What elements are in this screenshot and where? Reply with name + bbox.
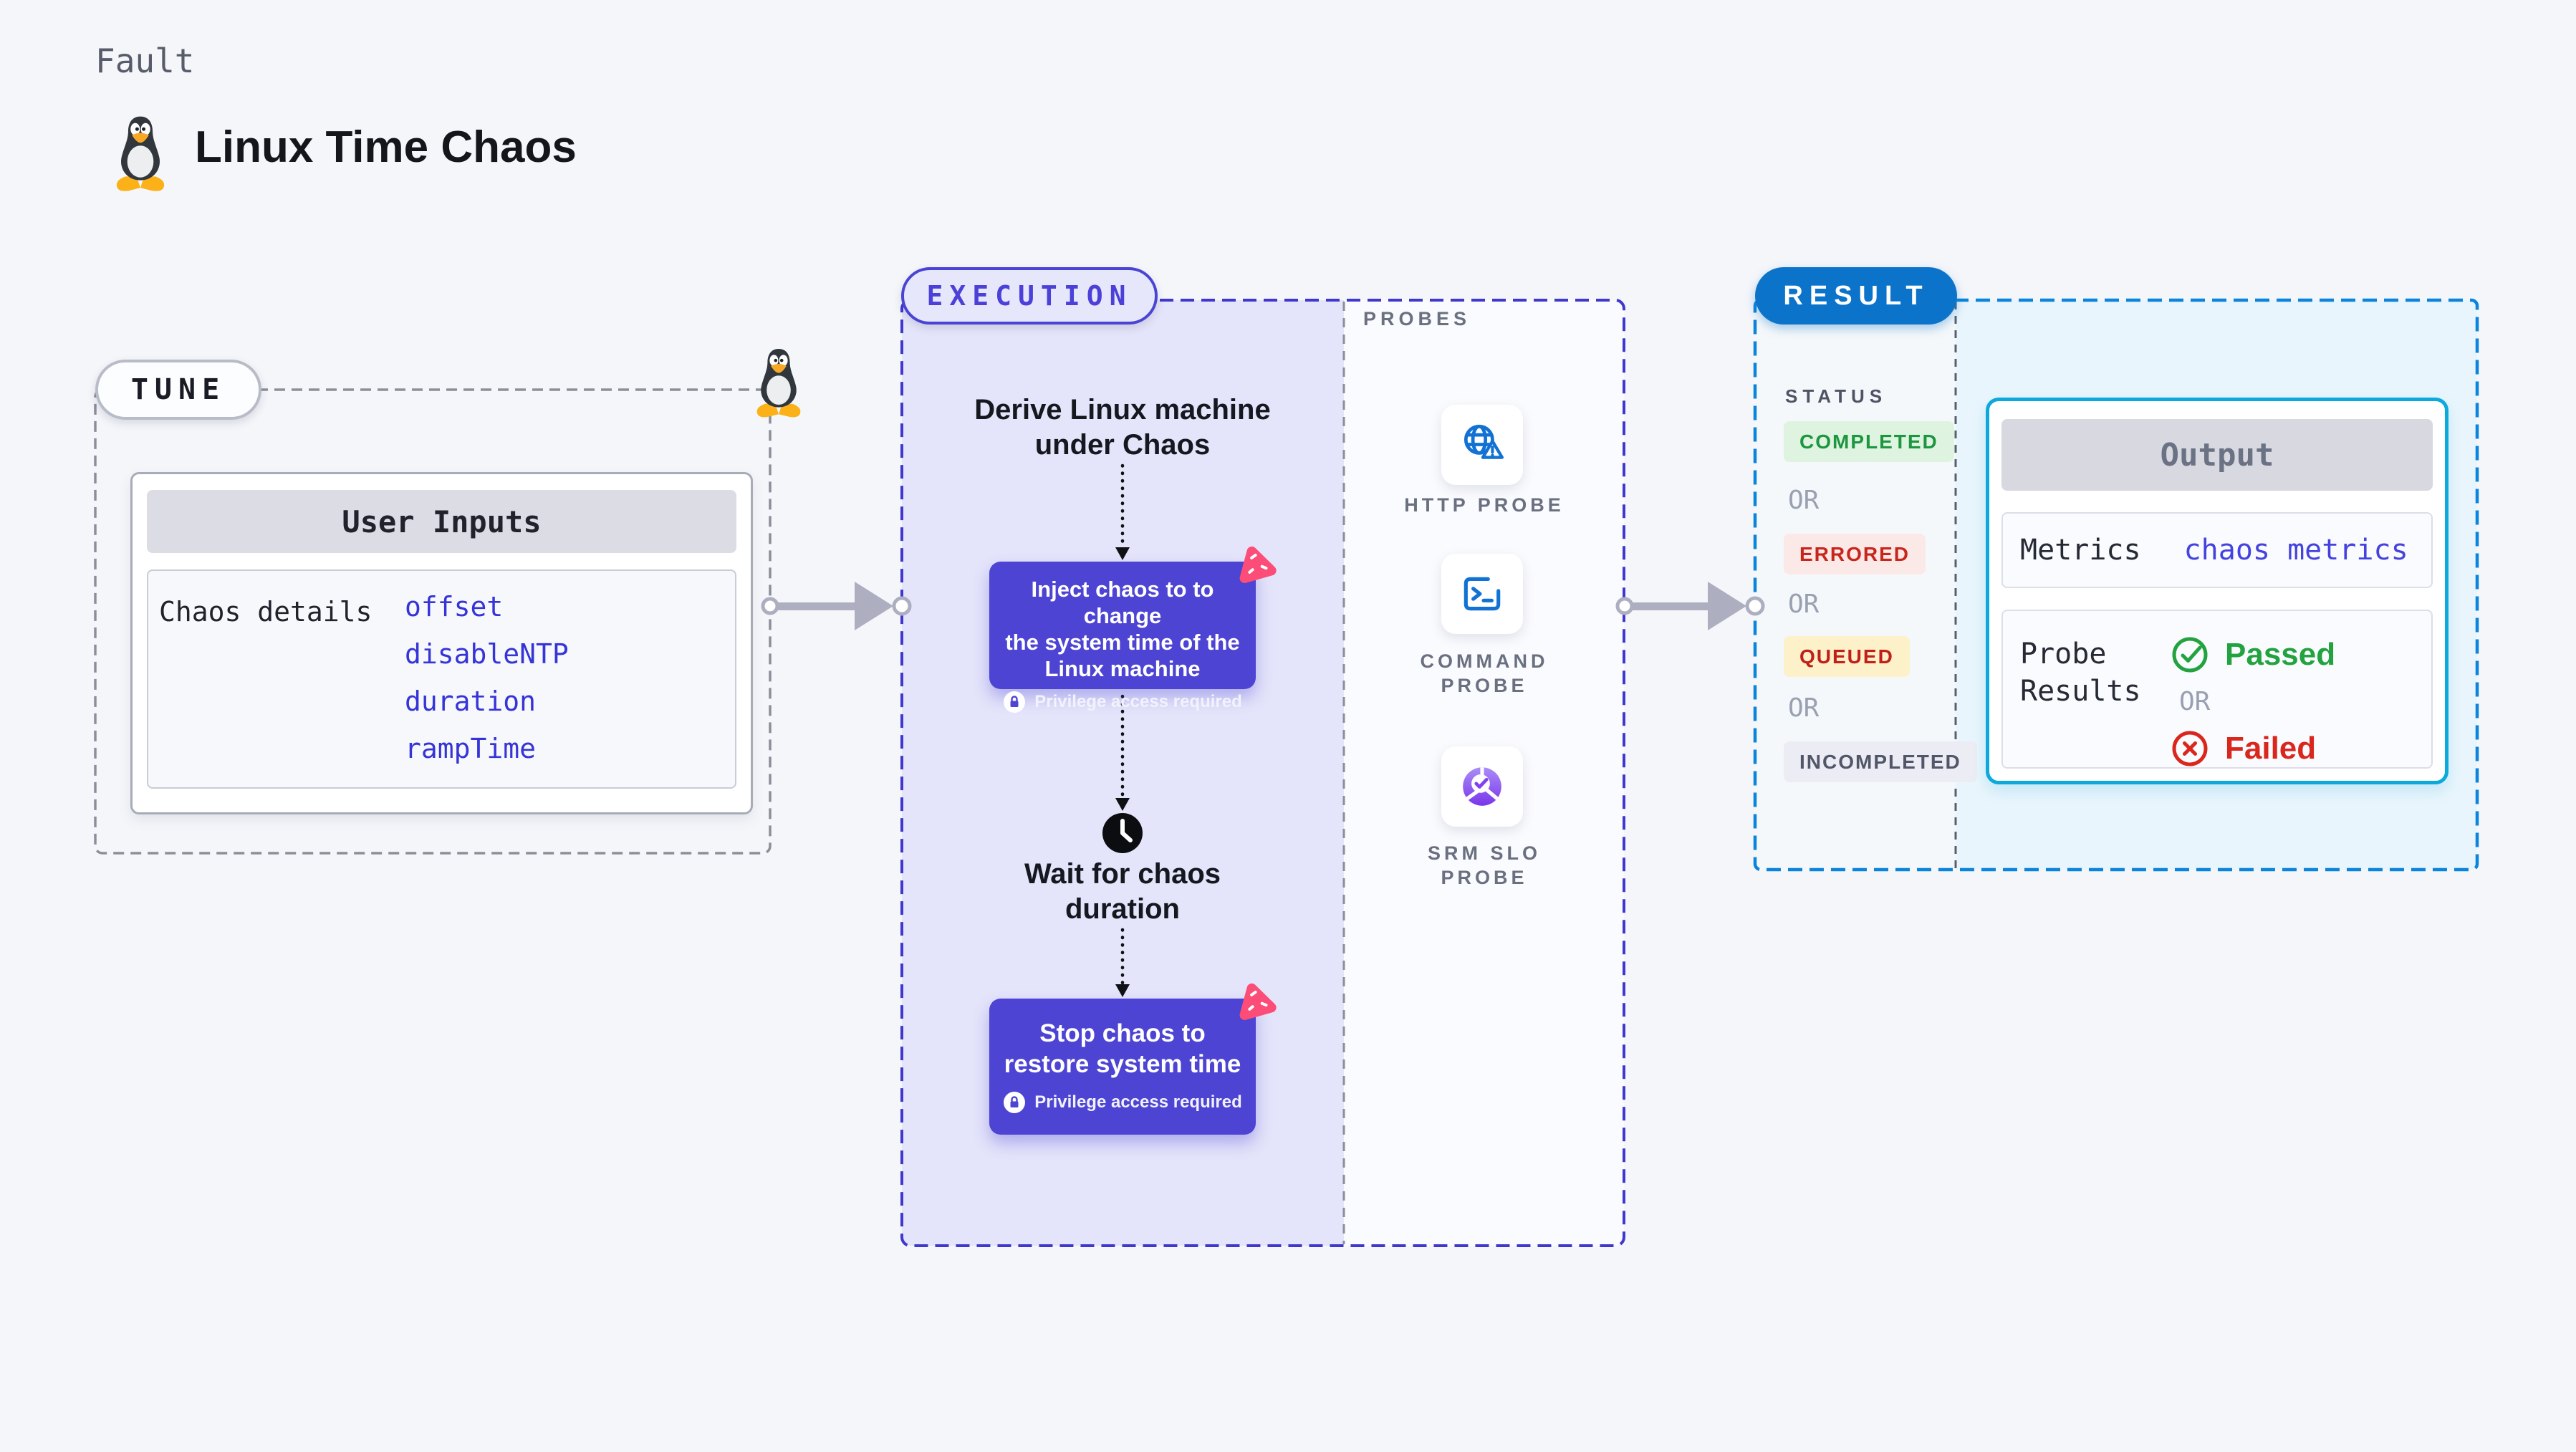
probes-to-result-arrow	[1615, 582, 1765, 630]
probe-results-label: Probe Results	[2020, 638, 2141, 708]
inject-chaos-node: Inject chaos to to change the system tim…	[989, 562, 1256, 713]
x-circle-icon	[2172, 731, 2208, 766]
wait-clock-icon	[1102, 813, 1143, 853]
status-badge-errored: ERRORED	[1784, 534, 1926, 574]
derive-step-label: Derive Linux machine under Chaos	[974, 394, 1271, 461]
fault-kicker: Fault	[95, 42, 195, 80]
or-separator: OR	[1788, 486, 1820, 515]
http-probe-card	[1441, 405, 1523, 485]
execution-pill: EXECUTION	[901, 267, 1158, 324]
stop-chaos-node: Stop chaos to restore system time Privil…	[989, 999, 1256, 1135]
result-pill: RESULT	[1755, 267, 1957, 324]
input-link-offset[interactable]: offset	[405, 591, 504, 622]
command-probe-label: COMMAND PROBE	[1420, 650, 1549, 696]
globe-warning-icon	[1464, 424, 1504, 459]
user-inputs-header: User Inputs	[147, 490, 736, 553]
status-badge-queued: QUEUED	[1784, 636, 1910, 677]
or-separator: OR	[1788, 693, 1820, 723]
slo-pie-check-icon	[1463, 767, 1501, 806]
check-circle-icon	[2172, 637, 2208, 673]
privilege-note: Privilege access required	[989, 1091, 1256, 1114]
or-separator: OR	[1788, 590, 1820, 619]
tune-to-execution-arrow	[761, 582, 912, 630]
status-badge-completed: COMPLETED	[1784, 421, 1954, 462]
input-link-disablentp[interactable]: disableNTP	[405, 638, 569, 670]
wait-step-label: Wait for chaos duration	[1024, 858, 1221, 925]
output-header: Output	[2001, 419, 2433, 491]
probe-results-row: Probe Results Passed OR Failed	[2001, 610, 2433, 769]
probes-section-label: PROBES	[1363, 308, 1471, 330]
failed-verdict: Failed	[2171, 729, 2335, 768]
metrics-label: Metrics	[2020, 534, 2141, 567]
http-probe-label: HTTP PROBE	[1404, 494, 1565, 516]
srm-slo-probe-label: SRM SLO PROBE	[1427, 842, 1541, 888]
tune-pill: TUNE	[95, 360, 261, 420]
terminal-icon	[1464, 577, 1501, 611]
chaos-details-label: Chaos details	[159, 596, 373, 628]
lock-icon	[1004, 691, 1026, 713]
input-link-ramptime[interactable]: rampTime	[405, 733, 537, 764]
probe-verdicts: Passed OR Failed	[2171, 635, 2335, 767]
command-probe-card	[1441, 554, 1523, 634]
passed-verdict: Passed	[2171, 635, 2335, 674]
tux-penguin-corner-icon	[756, 349, 801, 418]
chaos-fault-icon	[1239, 546, 1277, 583]
metrics-row: Metrics chaos metrics	[2001, 512, 2433, 588]
privilege-note: Privilege access required	[989, 691, 1256, 713]
metrics-value-link[interactable]: chaos metrics	[2183, 534, 2408, 567]
tux-penguin-icon	[116, 116, 165, 191]
or-separator: OR	[2179, 687, 2211, 716]
lock-icon	[1004, 1092, 1026, 1113]
srm-slo-probe-card	[1441, 746, 1523, 827]
page-title: Linux Time Chaos	[195, 122, 577, 172]
status-header: STATUS	[1785, 385, 1888, 407]
input-link-duration[interactable]: duration	[405, 686, 537, 717]
status-badge-incompleted: INCOMPLETED	[1784, 741, 1977, 782]
chaos-fault-icon	[1239, 983, 1277, 1020]
